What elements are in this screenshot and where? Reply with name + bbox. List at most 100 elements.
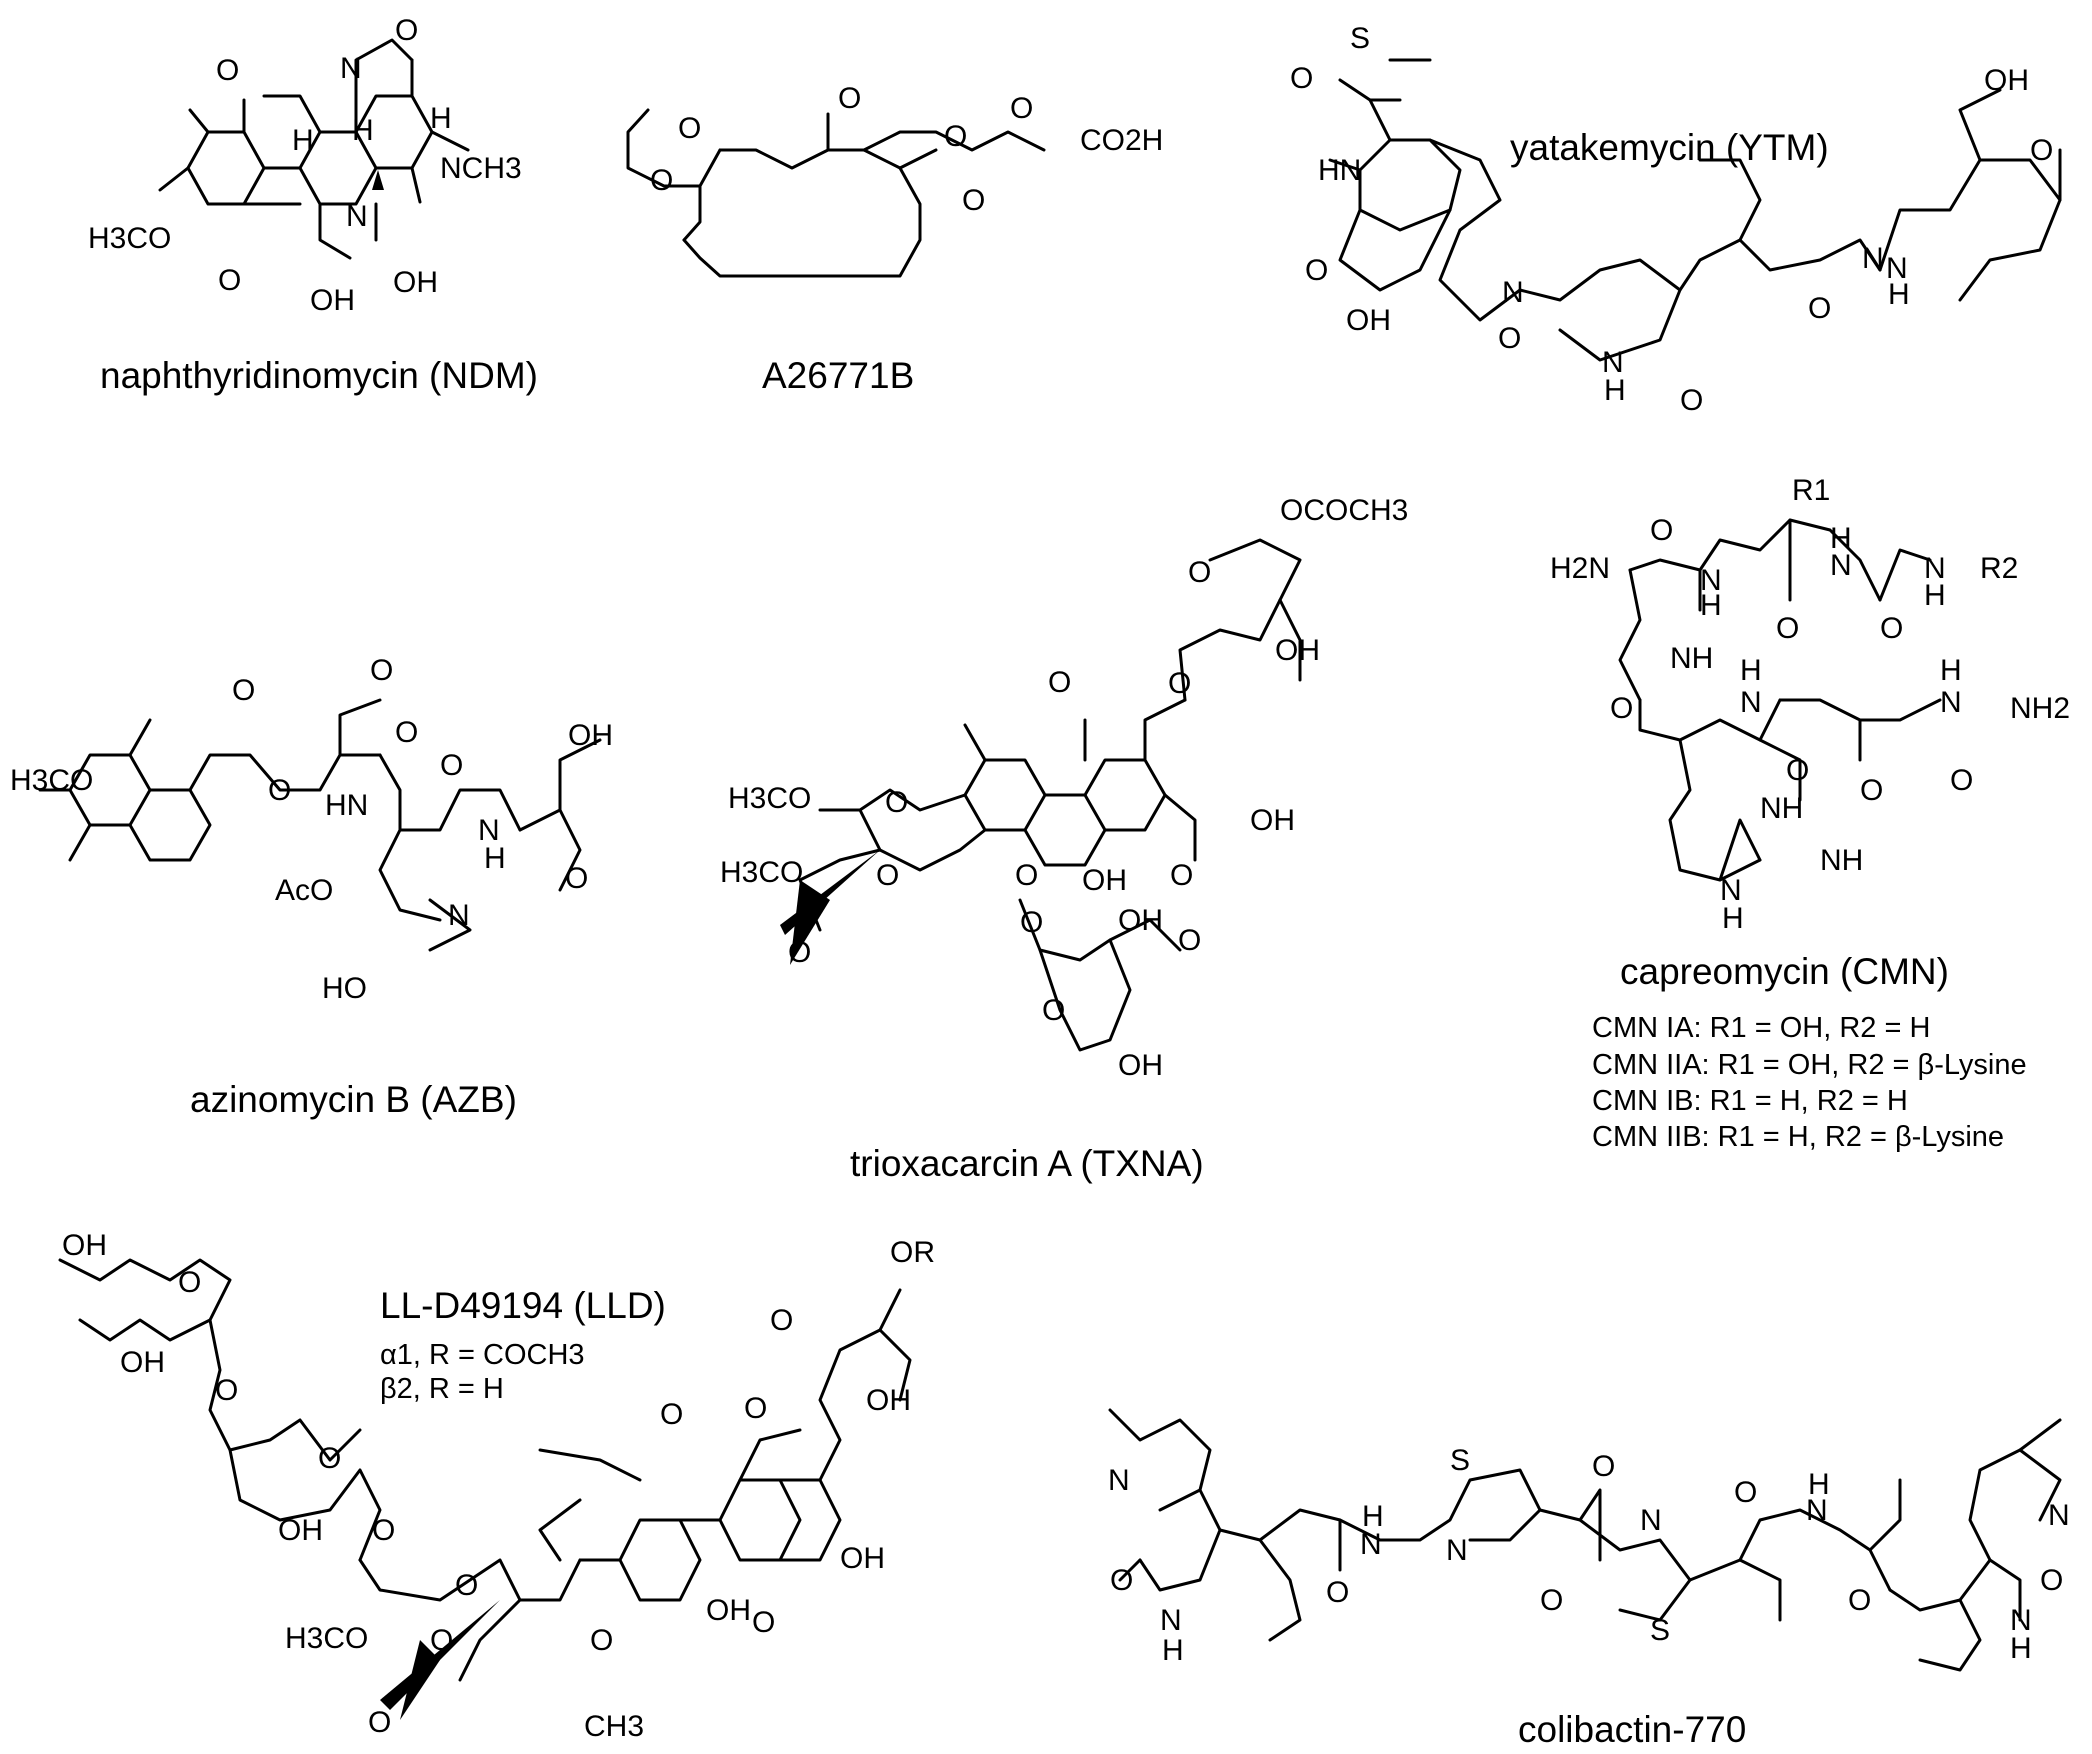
atom-label: N — [1360, 1528, 1382, 1561]
atom-label: N — [478, 814, 500, 847]
atom-label: S — [1450, 1444, 1470, 1477]
atom-label: O — [232, 674, 255, 707]
atom-label: H — [1924, 579, 1946, 612]
structure-trioxacarcin-a: OCOCH3 O OH O O H3CO H3CO O O O O OH O O… — [720, 494, 1408, 1184]
atom-label: O — [1880, 612, 1903, 645]
atom-label: N — [1924, 552, 1946, 585]
atom-label: O — [1170, 859, 1193, 892]
atom-label: O — [885, 786, 908, 819]
atom-label: O — [1610, 692, 1633, 725]
atom-label: O — [395, 716, 418, 749]
atom-label: O — [1650, 514, 1673, 547]
atom-label: O — [1776, 612, 1799, 645]
atom-label: H — [1830, 522, 1852, 555]
atom-label: OH — [1346, 304, 1391, 337]
atom-label: N — [1502, 276, 1524, 309]
atom-label: H — [484, 842, 506, 875]
atom-label: O — [218, 264, 241, 297]
atom-label: NH2 — [2010, 692, 2070, 725]
atom-label: O — [1188, 556, 1211, 589]
atom-label: O — [788, 936, 811, 969]
atom-label: O — [430, 1624, 453, 1657]
atom-label: O — [650, 164, 673, 197]
atom-label: H — [292, 124, 314, 157]
structure-capreomycin: R1 H2N O N H O N H N H R2 NH O N H O N H… — [1550, 474, 2070, 1153]
atom-label: AcO — [275, 874, 333, 907]
atom-label: HN — [325, 789, 368, 822]
atom-label: CO2H — [1080, 124, 1163, 157]
atom-label: N — [1446, 1534, 1468, 1567]
atom-label: OH — [1118, 1049, 1163, 1082]
atom-label: H3CO — [720, 856, 803, 889]
atom-label: N — [346, 200, 368, 233]
lld-variant-beta2: β2, R = H — [380, 1373, 504, 1405]
structure-ll-d49194: OH O OH O O OH O OR O OH O O O H3CO O OH… — [58, 1229, 935, 1743]
atom-label: O — [678, 112, 701, 145]
structure-naphthyridinomycin: O O O N N NCH3 H H H H3CO OH OH naphthyr… — [88, 14, 538, 396]
atom-label: N — [1602, 346, 1624, 379]
atom-label: OH — [278, 1514, 323, 1547]
atom-label: H — [1940, 654, 1962, 687]
structure-colibactin-770: N O N H O N H S N O O N S O N H O N O N … — [1108, 1408, 2070, 1750]
atom-label: O — [1178, 924, 1201, 957]
atom-label: O — [318, 1442, 341, 1475]
atom-label: N — [1862, 242, 1884, 275]
atom-label: O — [1540, 1584, 1563, 1617]
atom-label: S — [1650, 1614, 1670, 1647]
atom-label: NH — [1670, 642, 1713, 675]
atom-label: O — [1808, 292, 1831, 325]
label-txna: trioxacarcin A (TXNA) — [850, 1143, 1204, 1184]
atom-label: OH — [120, 1346, 165, 1379]
atom-label: O — [178, 1266, 201, 1299]
label-cmn: capreomycin (CMN) — [1620, 951, 1949, 992]
atom-label: OH — [62, 1229, 107, 1262]
atom-label: OH — [706, 1594, 751, 1627]
atom-label: O — [1010, 92, 1033, 125]
atom-label: N — [1640, 1504, 1662, 1537]
atom-label: OH — [310, 284, 355, 317]
atom-label: N — [340, 52, 362, 85]
atom-label: O — [1290, 62, 1313, 95]
atom-label: H — [2010, 1632, 2032, 1665]
label-ndm: naphthyridinomycin (NDM) — [100, 355, 538, 396]
atom-label: O — [1498, 322, 1521, 355]
atom-label: H3CO — [285, 1622, 368, 1655]
atom-label: N — [1700, 564, 1722, 597]
atom-label: O — [1042, 994, 1065, 1027]
structure-yatakemycin: O S HN O OH N O N H O N O OH O N H yatak… — [1290, 22, 2062, 417]
label-colibactin: colibactin-770 — [1518, 1709, 1746, 1750]
atom-label: OH — [1250, 804, 1295, 837]
atom-label: NH — [1820, 844, 1863, 877]
atom-label: H — [352, 114, 374, 147]
label-azb: azinomycin B (AZB) — [190, 1079, 517, 1120]
atom-label: N — [2048, 1499, 2070, 1532]
atom-label: O — [440, 749, 463, 782]
atom-label: R1 — [1792, 474, 1830, 507]
atom-label: O — [770, 1304, 793, 1337]
atom-label: OH — [1118, 904, 1163, 937]
atom-label: O — [1326, 1576, 1349, 1609]
atom-label: O — [2030, 134, 2053, 167]
atom-label: O — [370, 654, 393, 687]
atom-label: N — [1886, 252, 1908, 285]
atom-label: O — [1680, 384, 1703, 417]
atom-label: O — [962, 184, 985, 217]
label-ytm: yatakemycin (YTM) — [1510, 127, 1829, 168]
atom-label: R2 — [1980, 552, 2018, 585]
atom-label: OH — [1082, 864, 1127, 897]
atom-label: H3CO — [88, 222, 171, 255]
atom-label: OCOCH3 — [1280, 494, 1408, 527]
atom-label: O — [1950, 764, 1973, 797]
atom-label: O — [2040, 1564, 2063, 1597]
atom-label: O — [216, 54, 239, 87]
label-a26771b: A26771B — [762, 355, 914, 396]
atom-label: N — [1740, 686, 1762, 719]
cmn-variant-iib: CMN IIB: R1 = H, R2 = β-Lysine — [1592, 1121, 2004, 1153]
atom-label: N — [1720, 874, 1742, 907]
atom-label: O — [1592, 1450, 1615, 1483]
atom-label: OR — [890, 1236, 935, 1269]
lld-variant-alpha1: α1, R = COCH3 — [380, 1339, 585, 1371]
atom-label: O — [372, 1514, 395, 1547]
atom-label: H — [1808, 1468, 1830, 1501]
atom-label: O — [565, 862, 588, 895]
